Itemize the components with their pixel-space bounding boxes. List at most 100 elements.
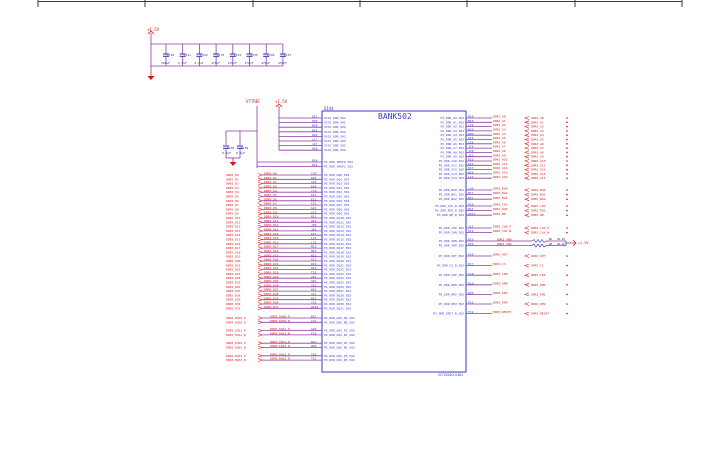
dq-pin-number: E21 bbox=[311, 197, 317, 201]
net-end-dot bbox=[566, 231, 568, 234]
ba-wire-net: DDR3_BA1 bbox=[493, 191, 508, 195]
dq-net-label: DDR3_D19 bbox=[226, 255, 241, 259]
addr-net-label: DDR3_A14 bbox=[531, 176, 546, 180]
decap-capacitor bbox=[229, 53, 236, 57]
net-end-dot bbox=[566, 143, 568, 145]
vref-pin-name: PS_DDR_VREF1_502 bbox=[324, 165, 353, 169]
dq-pin-name: PS_DDR_DQ27_502 bbox=[324, 289, 351, 293]
dq-net-label: DDR3_D7 bbox=[226, 203, 239, 207]
dq-pin-name: PS_DDR_DQ0_502 bbox=[324, 173, 349, 177]
dq-pin-number: V22 bbox=[311, 283, 317, 287]
addr-net-label: DDR3_A3 bbox=[531, 129, 544, 133]
dqs-pin-name: PS_DDR_DQS_P2_502 bbox=[324, 341, 355, 345]
addr-net-label: DDR3_A1 bbox=[531, 120, 544, 124]
vr-resistor-ref: R6 bbox=[549, 237, 553, 241]
dq-net-label: DDR3_D12 bbox=[226, 225, 241, 229]
dq-wire-net: DDR3_D8 bbox=[264, 206, 277, 210]
resistor-icon bbox=[531, 238, 547, 244]
chip-body bbox=[321, 110, 467, 373]
port-arrow-icon bbox=[524, 159, 530, 163]
ctrl-net-label: DDR3_DM1 bbox=[531, 292, 546, 296]
addr-net-label: DDR3_A12 bbox=[531, 168, 546, 172]
port-arrow-icon bbox=[524, 188, 530, 192]
vttref-capacitor bbox=[237, 145, 243, 149]
port-arrow-icon bbox=[524, 137, 530, 142]
dq-net-label: DDR3_D4 bbox=[226, 190, 239, 194]
addr-wire-net: DDR3_A4 bbox=[493, 132, 506, 136]
vcc-pin-number: H20 bbox=[312, 147, 318, 151]
vttref-cap-ref: C138 bbox=[227, 146, 234, 150]
net-end-dot bbox=[566, 121, 568, 124]
dq-pin-number: Y21 bbox=[311, 301, 317, 305]
port-arrow-icon bbox=[524, 133, 530, 137]
ba-net-label: DDR3_BA2 bbox=[531, 197, 546, 201]
dq-net-label: DDR3_D15 bbox=[226, 238, 241, 242]
dq-pin-number: U21 bbox=[311, 275, 317, 279]
dq-wire-net: DDR3_D7 bbox=[264, 202, 277, 206]
dqs-net-label: DDR3_DQS3_P bbox=[226, 354, 246, 358]
dq-pin-name: PS_DDR_DQ18_502 bbox=[324, 250, 351, 254]
addr-net-label: DDR3_A8 bbox=[531, 150, 544, 154]
addr-pin-number: K18 bbox=[468, 136, 474, 140]
port-arrow-icon bbox=[524, 192, 530, 197]
dq-net-label: DDR3_D20 bbox=[226, 259, 241, 263]
power-arrow-icon bbox=[572, 239, 577, 247]
dq-pin-name: PS_DDR_DQ9_502 bbox=[324, 212, 349, 216]
clk-pin-name: PS_DDR_CKN_502 bbox=[439, 231, 464, 235]
dqs-wire-net: DDR3_DQS1_P bbox=[270, 327, 290, 331]
addr-pin-name: PS_DDR_A0_502 bbox=[441, 116, 465, 120]
dq-pin-name: PS_DDR_DQ11_502 bbox=[324, 220, 351, 224]
dq-pin-name: PS_DDR_DQ19_502 bbox=[324, 255, 351, 259]
vcc-pin-name: VCCO_DDR_502 bbox=[324, 125, 346, 129]
vr-pin-name: PS_DDR_VRP_502 bbox=[439, 244, 464, 248]
addr-wire-net: DDR3_A7 bbox=[493, 145, 506, 149]
dq-pin-name: PS_DDR_DQ29_502 bbox=[324, 298, 351, 302]
dq-net-label: DDR3_D2 bbox=[226, 182, 239, 186]
ctrl-pin-number: F19 bbox=[468, 310, 474, 314]
dq-wire-net: DDR3_D27 bbox=[264, 288, 279, 292]
dqs-pin-name: PS_DDR_DQS_P3_502 bbox=[324, 354, 355, 358]
decap-capacitor bbox=[263, 53, 270, 57]
dq-net-label: DDR3_D13 bbox=[226, 229, 241, 233]
dqs-pin-number: M20 bbox=[311, 344, 317, 348]
dq-wire-net: DDR3_D2 bbox=[264, 180, 277, 184]
ctrl-pin-name: PS_DDR_DM0_502 bbox=[439, 283, 464, 287]
net-end-dot bbox=[566, 274, 568, 277]
dq-wire-net: DDR3_D13 bbox=[264, 228, 279, 232]
dq-wire-net: DDR3_D6 bbox=[264, 197, 277, 201]
ba-net-label: DDR3_BA0 bbox=[531, 188, 546, 192]
ctrl-net-label: DDR3_ODT bbox=[531, 254, 546, 258]
port-arrow-icon bbox=[524, 146, 530, 150]
ctrl-wire-net: DDR3_ODT bbox=[493, 253, 508, 257]
addr-net-label: DDR3_A7 bbox=[531, 146, 544, 150]
port-arrow-icon bbox=[524, 172, 530, 176]
dqs-wire-net: DDR3_DQS0_P bbox=[270, 315, 290, 319]
dq-pin-number: G22 bbox=[311, 210, 317, 214]
dq-pin-number: D21 bbox=[311, 193, 317, 197]
vref-pin-number: N16 bbox=[312, 163, 318, 167]
vttref-cap-value: 0.1uF bbox=[236, 151, 245, 155]
chip-refdes: U1A4 bbox=[324, 106, 334, 111]
vttref-cap-value: 0.1uF bbox=[222, 151, 231, 155]
clk-net-label: DDR3_CLK_P bbox=[531, 226, 549, 230]
addr-pin-number: N20 bbox=[468, 132, 474, 136]
dq-wire-net: DDR3_D14 bbox=[264, 232, 279, 236]
dq-wire-net: DDR3_D4 bbox=[264, 189, 277, 193]
dq-pin-name: PS_DDR_DQ28_502 bbox=[324, 293, 351, 297]
dq-net-label: DDR3_D22 bbox=[226, 268, 241, 272]
dq-pin-number: P22 bbox=[311, 262, 317, 266]
dq-wire-net: DDR3_D11 bbox=[264, 219, 279, 223]
port-arrow-icon bbox=[524, 116, 530, 120]
port-arrow-icon bbox=[524, 226, 530, 230]
addr-wire-net: DDR3_A6 bbox=[493, 140, 506, 144]
decap-value-label: 470nF bbox=[278, 61, 287, 65]
addr-pin-number: M19 bbox=[468, 115, 474, 119]
dq-pin-number: J20 bbox=[311, 223, 317, 227]
dq-net-label: DDR3_D6 bbox=[226, 199, 239, 203]
dqs-pin-name: PS_DDR_DQS_N3_502 bbox=[324, 358, 355, 362]
addr-pin-name: PS_DDR_A1_502 bbox=[441, 120, 465, 124]
vref-pin-name: PS_DDR_VREF0_502 bbox=[324, 160, 353, 164]
dq-pin-number: P21 bbox=[311, 258, 317, 262]
dq-pin-name: PS_DDR_DQ17_502 bbox=[324, 246, 351, 250]
